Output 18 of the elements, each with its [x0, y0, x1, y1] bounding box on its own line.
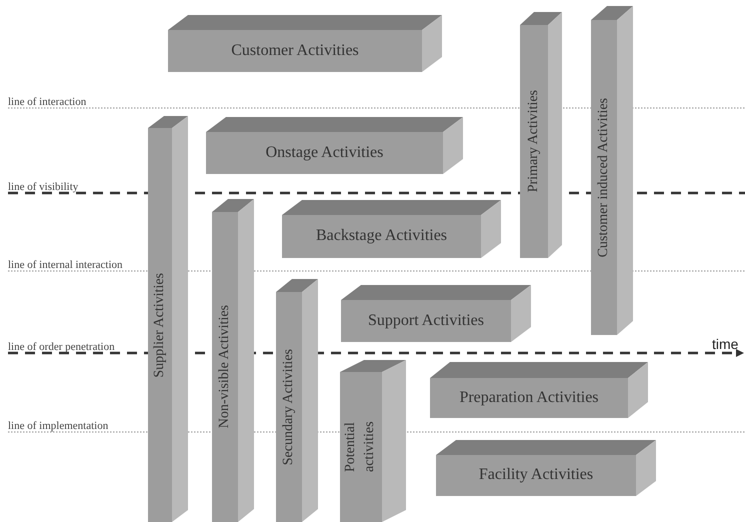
activity-label: Preparation Activities [459, 388, 599, 408]
line-label: line of visibility [8, 182, 78, 193]
activity-label: Primary Activities [526, 90, 542, 193]
activity-label: Secundary Activities [280, 348, 297, 466]
activity-label: Non-visible Activities [216, 305, 233, 429]
line-label: line of order penetration [8, 342, 115, 353]
activity-label: Backstage Activities [316, 227, 448, 246]
line-label: line of internal interaction [8, 260, 123, 271]
line-label: line of implementation [8, 421, 108, 432]
activity-label: Customer Activities [231, 42, 359, 60]
activity-label: Supplier Activities [152, 272, 168, 378]
activity-label: Onstage Activities [266, 144, 384, 162]
axis-label: time [712, 337, 738, 351]
activity-label: Facility Activities [478, 466, 594, 485]
activity-label: Potential activities [342, 420, 378, 474]
line-label: line of interaction [8, 97, 86, 108]
activity-label: Support Activities [368, 312, 484, 330]
activity-label: Customer induced Activities [596, 98, 612, 258]
